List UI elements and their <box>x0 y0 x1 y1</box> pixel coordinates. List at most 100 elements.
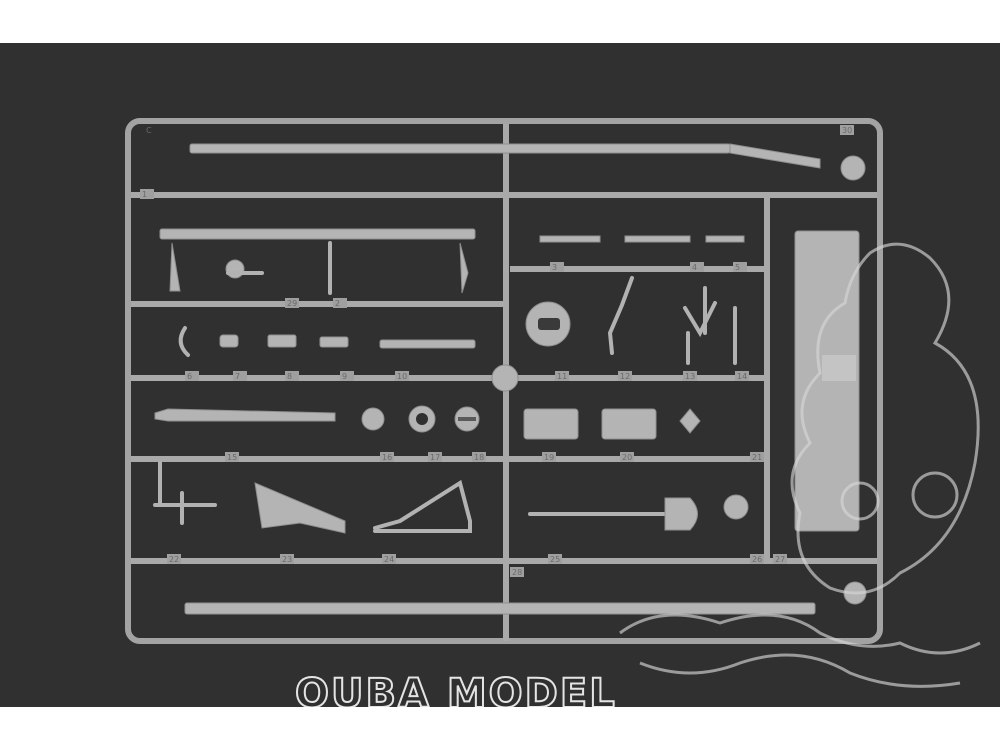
number-tab-label: 2 <box>335 299 340 308</box>
long-rod-top <box>189 143 731 154</box>
number-tab-label: 26 <box>752 555 762 564</box>
watermark-dragon-whisker <box>619 613 981 655</box>
part-knob <box>225 259 245 279</box>
number-tab <box>618 371 632 381</box>
runner-row-4 <box>131 456 765 462</box>
number-tab-label: 20 <box>622 453 632 462</box>
number-tab <box>555 371 569 381</box>
number-tab <box>382 554 396 564</box>
number-tab-label: 25 <box>550 555 560 564</box>
long-rod-bottom <box>184 602 816 615</box>
part-bracket-frame <box>683 286 737 365</box>
number-tab <box>773 554 787 564</box>
number-tab <box>472 452 486 462</box>
number-tab <box>428 452 442 462</box>
number-tab-label: 28 <box>512 568 522 577</box>
number-tab-label: 3 <box>552 263 557 272</box>
number-tab <box>683 371 697 381</box>
part-blade-left <box>169 242 181 292</box>
part-plate-b <box>601 408 657 440</box>
number-tab-label: 9 <box>342 372 347 381</box>
watermark-dragon-head <box>790 242 980 595</box>
part-arm <box>607 276 634 355</box>
number-tab-label: 29 <box>287 299 297 308</box>
number-tab-label: 6 <box>187 372 192 381</box>
number-tab <box>167 554 181 564</box>
part-plate-a <box>523 408 579 440</box>
number-tab <box>750 554 764 564</box>
part-shovel-blade <box>664 497 698 531</box>
bar-upper-left <box>159 228 476 240</box>
number-tab <box>380 452 394 462</box>
part-strip-a <box>539 235 601 243</box>
number-tab <box>140 189 154 199</box>
part-blade-right <box>459 242 469 294</box>
watermark-logo: OUBA MODEL <box>294 242 981 707</box>
number-tab <box>285 298 299 308</box>
number-tab <box>690 262 704 272</box>
part-bar-mid <box>379 339 476 349</box>
runner-row-2-right <box>510 266 765 272</box>
side-panel-window <box>822 355 856 381</box>
number-tab-label: 13 <box>685 372 695 381</box>
part-fender <box>254 482 346 534</box>
number-tab <box>185 371 199 381</box>
part-star <box>679 408 701 434</box>
number-tab <box>285 371 299 381</box>
number-tab <box>733 262 747 272</box>
number-tab-label: 21 <box>752 453 762 462</box>
number-tab-label: 14 <box>737 372 747 381</box>
part-hub <box>491 364 519 392</box>
number-tab-label: 11 <box>557 372 567 381</box>
number-tab-label: 8 <box>287 372 292 381</box>
number-tab-label: 7 <box>235 372 240 381</box>
number-tab-label: 4 <box>692 263 697 272</box>
watermark-dragon-eye <box>911 471 959 519</box>
part-strip-b <box>624 235 691 243</box>
part-hatch-slot <box>538 318 560 330</box>
number-tab <box>750 452 764 462</box>
number-tab <box>735 371 749 381</box>
long-rod-top-end <box>729 143 821 169</box>
number-tab <box>333 298 347 308</box>
part-strip-c <box>705 235 745 243</box>
number-tab-label: 30 <box>842 126 852 135</box>
part-ring-hole <box>416 413 428 425</box>
watermark-dragon-eye-2 <box>840 481 880 521</box>
part-disc-a <box>361 407 385 431</box>
number-tab-label: 22 <box>169 555 179 564</box>
number-tab-label: 27 <box>775 555 785 564</box>
number-tab-label: 23 <box>282 555 292 564</box>
number-tab-label: 15 <box>227 453 237 462</box>
runner-row-3 <box>131 375 765 381</box>
part-disc-top-right <box>840 155 866 181</box>
number-tab-label: 10 <box>397 372 407 381</box>
number-tab-label: 18 <box>474 453 484 462</box>
number-tab-label: 5 <box>735 263 740 272</box>
part-block-b <box>319 336 349 348</box>
part-hook <box>178 326 190 357</box>
watermark-text: OUBA MODEL <box>295 671 617 707</box>
number-tab-label: 1 <box>142 190 147 199</box>
number-tab <box>548 554 562 564</box>
number-tab-label: 17 <box>430 453 440 462</box>
number-tab <box>550 262 564 272</box>
number-tab <box>542 452 556 462</box>
number-tab-label: 19 <box>544 453 554 462</box>
number-tab <box>395 371 409 381</box>
number-tab <box>280 554 294 564</box>
sprue-letter: C <box>146 126 152 135</box>
number-tab <box>225 452 239 462</box>
part-truss <box>373 479 472 533</box>
number-tab-label: 12 <box>620 372 630 381</box>
part-frame-left <box>153 461 217 525</box>
part-ball <box>723 494 749 520</box>
runner-col-right <box>764 198 770 558</box>
number-tab <box>510 567 524 577</box>
number-tab-label: 24 <box>384 555 394 564</box>
part-disc-b-slot <box>458 417 476 421</box>
watermark-dragon-whisker-2 <box>639 653 961 688</box>
